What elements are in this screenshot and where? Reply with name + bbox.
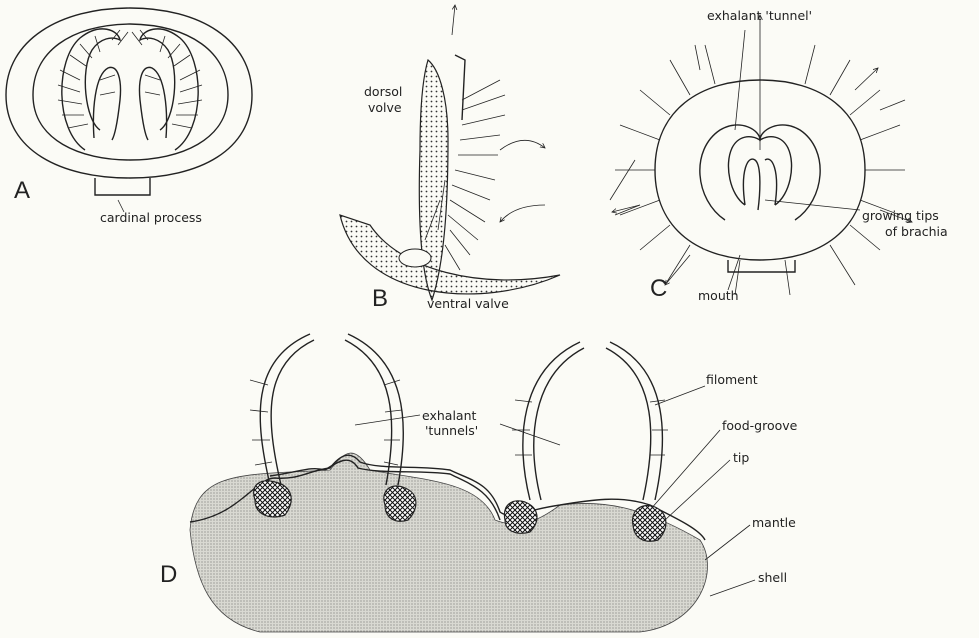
panel-d: D exhalant 'tunnels' filoment food-groov… <box>160 334 798 632</box>
panel-a-outer-shell <box>6 8 252 178</box>
filament-label: filoment <box>706 372 758 387</box>
panel-c-filaments <box>610 45 905 295</box>
filament-3 <box>523 342 580 500</box>
filament-1 <box>260 334 310 485</box>
panel-c: exhalant 'tunnel' growing tips of brachi… <box>610 8 948 303</box>
dorsal-valve-label-1: dorsol <box>364 84 402 99</box>
dorsal-valve-label-2: volve <box>368 100 402 115</box>
exhalant-tunnel-label: exhalant 'tunnel' <box>707 8 812 23</box>
mantle-label: mantle <box>752 515 796 530</box>
tip-label: tip <box>733 450 749 465</box>
panel-d-letter: D <box>160 561 177 588</box>
exhalant-tunnels-label-2: 'tunnels' <box>425 423 478 438</box>
panel-a: A cardinal process <box>6 8 252 225</box>
food-groove-label: food-groove <box>722 418 798 433</box>
ventral-valve-label: ventral valve <box>427 296 509 311</box>
growing-tips-label-2: of brachia <box>885 224 948 239</box>
panel-b-letter: B <box>372 285 388 312</box>
panel-b: dorsol volve B ventral valve <box>340 5 560 312</box>
panel-a-letter: A <box>14 177 30 204</box>
filament-4 <box>610 342 662 500</box>
mouth-label: mouth <box>698 288 739 303</box>
growing-tips-label-1: growing tips <box>862 208 939 223</box>
panel-c-letter: C <box>650 275 667 302</box>
cardinal-process-shape <box>95 178 150 195</box>
shell-label: shell <box>758 570 787 585</box>
ventral-valve-shape <box>340 215 560 294</box>
exhalant-tunnels-label-1: exhalant <box>422 408 477 423</box>
panel-a-filaments <box>58 30 202 128</box>
cardinal-process-label: cardinal process <box>100 210 202 225</box>
